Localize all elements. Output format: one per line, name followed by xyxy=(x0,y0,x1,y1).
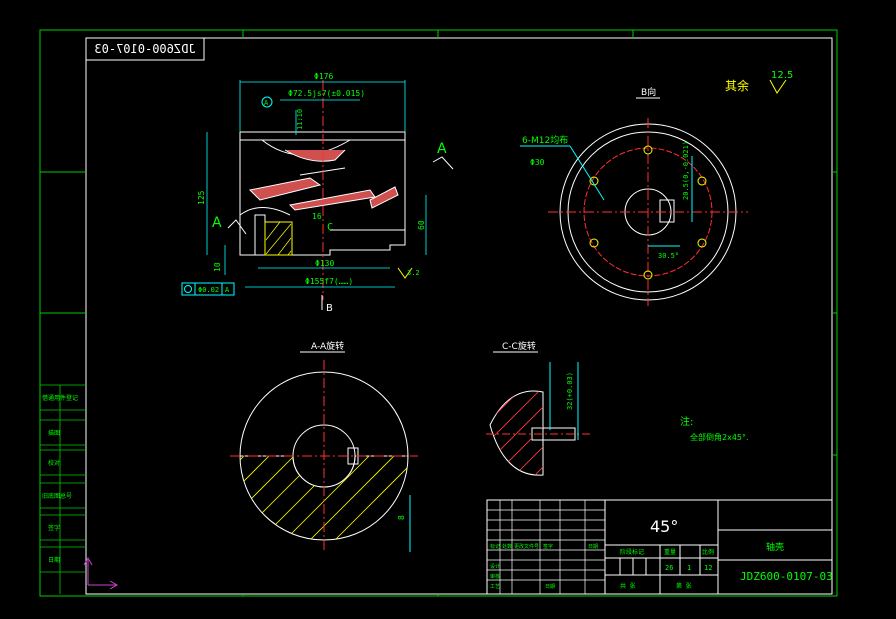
dim-height-125: 125 xyxy=(197,190,206,205)
tb-drawing-no: JDZ600-0107-03 xyxy=(740,570,833,583)
dim-phi-30: Φ30 xyxy=(530,158,545,167)
tb-row-review: 审核 xyxy=(490,573,500,580)
side-row-3: 旧底图总号 xyxy=(42,492,72,500)
cc-view-title: C-C旋转 xyxy=(502,340,536,352)
roughness-3-2: 3.2 xyxy=(407,269,420,277)
tb-scale-value: 12 xyxy=(704,564,712,572)
title-block: 标记 处数 更改文件号 签字 日期 设计 审核 工艺 日期 45° 阶段标记 重… xyxy=(486,499,833,595)
dim-height-60: 60 xyxy=(417,220,426,230)
inner-frame xyxy=(85,37,833,595)
tb-head-0: 标记 xyxy=(490,543,500,550)
code-box xyxy=(85,37,205,61)
aa-view-title: A-A旋转 xyxy=(311,340,344,352)
dim-taper-ratio: 11:10 xyxy=(296,109,304,130)
section-c-label: C xyxy=(327,222,333,233)
side-row-0: 借通用件登记 xyxy=(42,394,78,402)
tb-weight-label: 重量 xyxy=(664,548,676,556)
datum-ref-a: A xyxy=(264,99,269,107)
side-table: 借通用件登记 描图 校对 旧底图总号 签字 日期 xyxy=(40,384,86,594)
tb-head-4: 日期 xyxy=(588,544,598,550)
tb-sheet-no: 第 张 xyxy=(676,582,692,590)
notes-head: 注: xyxy=(680,415,693,428)
tb-date: 日期 xyxy=(545,584,555,590)
dim-keyway: 20.5(0,-0.021) xyxy=(682,141,690,200)
dim-angle: 30.5° xyxy=(658,252,679,260)
tb-sheet-total: 共 张 xyxy=(620,582,636,590)
dim-16: 16 xyxy=(312,212,322,221)
tb-part-name: 轴壳 xyxy=(766,541,784,553)
tb-row-process: 工艺 xyxy=(490,584,500,590)
tb-scale-label: 比例 xyxy=(702,548,714,556)
dim-8: 8 xyxy=(397,515,406,520)
tb-stage-label: 阶段标记 xyxy=(620,548,644,556)
dim-outer-diameter: Φ176 xyxy=(314,72,333,81)
dim-cc: 32(+0.03) xyxy=(566,372,574,410)
b-view: B向 6-M12均布 Φ30 20.5(0,-0.021) 30.5° xyxy=(520,86,748,306)
view-b-arrow: B xyxy=(326,303,333,314)
b-view-title: B向 xyxy=(641,86,656,98)
tb-head-1: 处数 xyxy=(502,543,512,550)
tolerance-datum: A xyxy=(225,286,230,294)
tb-weight-value: 26 xyxy=(665,564,673,572)
side-row-1: 描图 xyxy=(48,429,60,437)
roughness-symbol xyxy=(769,79,787,94)
aa-view: A-A旋转 8 xyxy=(230,340,418,552)
roughness-value: 12.5 xyxy=(771,70,793,81)
tolerance-value: Φ0.02 xyxy=(198,286,219,294)
cc-view: C-C旋转 32(+0.03) xyxy=(486,340,590,476)
side-row-5: 日期 xyxy=(48,556,60,564)
ucs-axis-icon xyxy=(83,556,119,590)
front-view: Φ176 Φ72.5js7(±0.015) A 125 10 Φ130 Φ155… xyxy=(181,72,454,314)
tb-head-3: 签字 xyxy=(543,543,553,550)
outer-frame xyxy=(39,29,838,597)
dim-diameter-155: Φ155f7(……) xyxy=(305,277,353,286)
dim-bore-tolerance: Φ72.5js7(±0.015) xyxy=(288,89,365,98)
mirrored-drawing-code: JDZ600-0107-03 xyxy=(94,42,195,56)
roughness-note: 其余 xyxy=(725,78,749,93)
section-a-right: A xyxy=(437,141,447,157)
tb-row-design: 设计 xyxy=(490,563,500,570)
holes-callout: 6-M12均布 xyxy=(522,134,568,146)
notes-line1: 全部倒角2x45°. xyxy=(690,432,749,442)
margin-ticks xyxy=(40,30,837,596)
section-a-left: A xyxy=(212,215,222,231)
tb-qty-value: 1 xyxy=(687,564,691,572)
dim-diameter-130: Φ130 xyxy=(315,259,334,268)
tb-head-2: 更改文件号 xyxy=(514,543,539,550)
tb-angle: 45° xyxy=(650,517,678,536)
dim-height-10: 10 xyxy=(213,262,222,272)
side-row-4: 签字 xyxy=(48,524,60,532)
side-row-2: 校对 xyxy=(48,459,60,467)
